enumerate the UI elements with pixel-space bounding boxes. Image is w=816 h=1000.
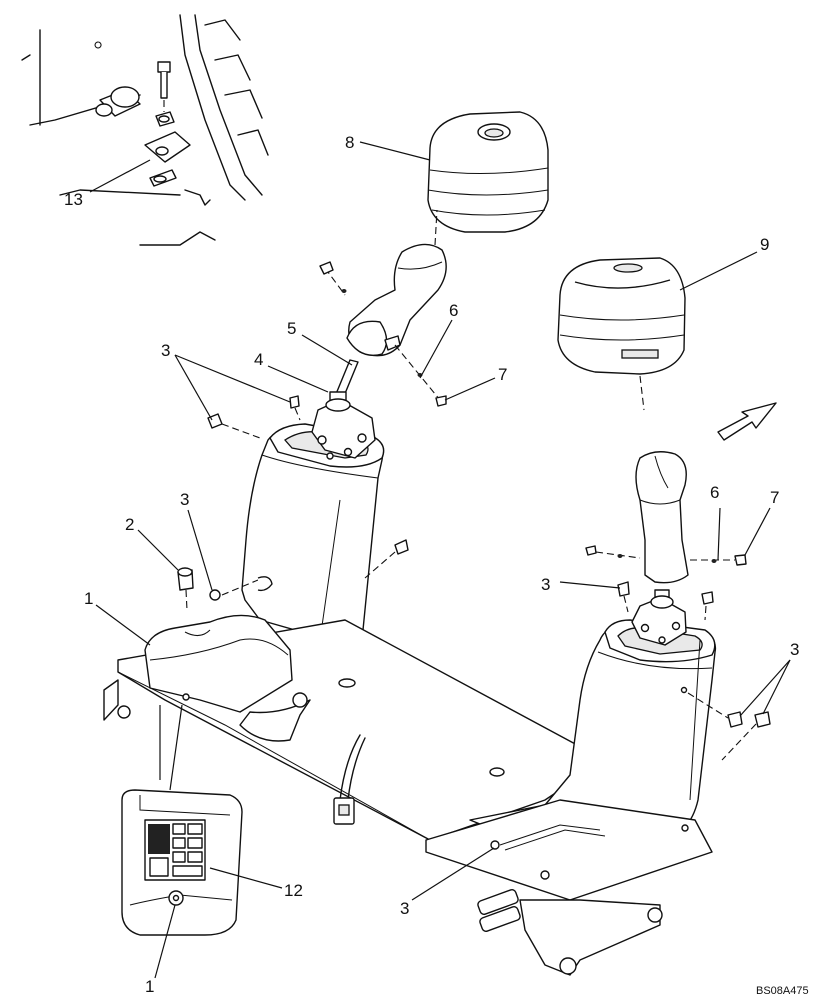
callout-3-top: 3: [161, 341, 170, 360]
callout-1-armrest: 1: [84, 589, 93, 608]
cab-mount-detail: [21, 14, 269, 246]
callout-3-armrest: 3: [180, 490, 189, 509]
callout-8: 8: [345, 133, 354, 152]
callout-leaders: [89, 141, 791, 979]
callout-7-right: 7: [770, 488, 779, 507]
left-joystick-grip: [319, 243, 447, 407]
callout-labels: 8 9 5 4 6 7 3 13 2 3 1 6 7 3 3 3 12 1: [64, 133, 799, 996]
callout-1-decal: 1: [145, 977, 154, 996]
drawing-reference-code: BS08A475: [756, 985, 809, 997]
control-handle-cover-right: [557, 257, 686, 411]
front-direction-arrow: [717, 402, 777, 441]
decal-panel: [121, 789, 243, 936]
pilot-valve-right: [631, 589, 687, 646]
pilot-valve-left: [311, 391, 376, 460]
left-control-tower: [207, 391, 409, 641]
callout-5: 5: [287, 319, 296, 338]
callout-3-right-side: 3: [790, 640, 799, 659]
callout-6-right: 6: [710, 483, 719, 502]
right-console-base-plate: [425, 799, 713, 976]
right-control-tower: [469, 581, 771, 841]
callout-9: 9: [760, 235, 769, 254]
callout-13: 13: [64, 190, 83, 209]
bolt-13-assembly: [144, 61, 191, 187]
fastener-3-armrest: [209, 576, 273, 601]
knob-2: [177, 567, 194, 611]
damper-part: [95, 86, 141, 117]
callout-3-right-valve: 3: [541, 575, 550, 594]
right-joystick-grip: [585, 451, 747, 584]
callout-3-right-base: 3: [400, 899, 409, 918]
callout-2: 2: [125, 515, 134, 534]
callout-12: 12: [284, 881, 303, 900]
callout-7-left: 7: [498, 365, 507, 384]
callout-4: 4: [254, 350, 263, 369]
callout-6-left: 6: [449, 301, 458, 320]
armrest-pad: [144, 614, 293, 713]
control-handle-cover-left: [427, 111, 549, 246]
